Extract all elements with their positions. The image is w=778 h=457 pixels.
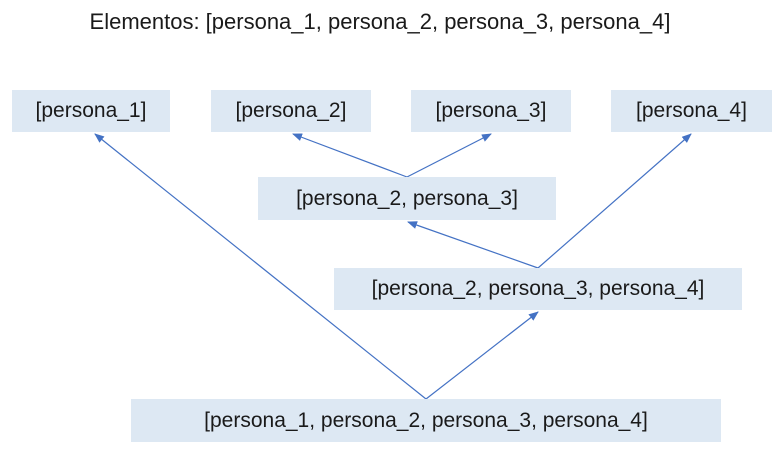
arrow-to-persona-2-3 (407, 221, 539, 269)
arrow-to-persona-1 (94, 133, 427, 400)
node-persona-1: [persona_1] (12, 90, 170, 132)
arrow-to-persona-4 (537, 133, 692, 269)
arrow-to-persona-2-3-4 (425, 311, 539, 400)
diagram-title: Elementos: [persona_1, persona_2, person… (89, 9, 671, 34)
node-persona-2-3-4: [persona_2, persona_3, persona_4] (334, 268, 742, 310)
node-persona-4: [persona_4] (611, 90, 772, 132)
node-persona-1-2-3-4: [persona_1, persona_2, persona_3, person… (131, 399, 721, 442)
node-persona-2: [persona_2] (211, 90, 371, 132)
node-persona-2-3: [persona_2, persona_3] (258, 177, 556, 220)
arrow-to-persona-2 (292, 133, 408, 178)
node-persona-3: [persona_3] (411, 90, 571, 132)
arrow-to-persona-3 (406, 133, 492, 178)
